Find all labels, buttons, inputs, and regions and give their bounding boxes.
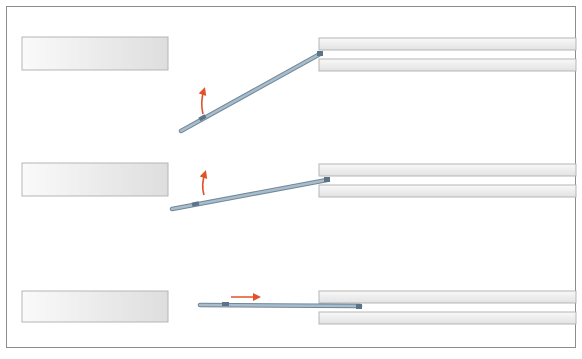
rod-2-clip bbox=[191, 201, 200, 207]
left-block-2 bbox=[21, 162, 169, 197]
lower-rail-3 bbox=[318, 311, 577, 325]
step-3 bbox=[21, 290, 577, 325]
upper-rail-3 bbox=[318, 290, 577, 304]
rod-3-tip bbox=[356, 304, 362, 309]
left-block-3 bbox=[21, 290, 169, 323]
rod-3-clip bbox=[222, 302, 229, 306]
upper-rail-2 bbox=[318, 163, 577, 177]
lower-rail-2 bbox=[318, 184, 577, 198]
lower-rail-1 bbox=[318, 58, 577, 72]
step-2 bbox=[21, 162, 577, 212]
rod-1-tip bbox=[317, 51, 323, 56]
rod-1-clip bbox=[198, 114, 207, 122]
step-1 bbox=[21, 36, 577, 134]
rotate-up-arrow-icon bbox=[199, 170, 208, 196]
rotate-up-arrow-icon bbox=[198, 87, 207, 115]
upper-rail-1 bbox=[318, 37, 577, 51]
rod-2-tip bbox=[324, 177, 330, 182]
left-block-1 bbox=[21, 36, 169, 71]
